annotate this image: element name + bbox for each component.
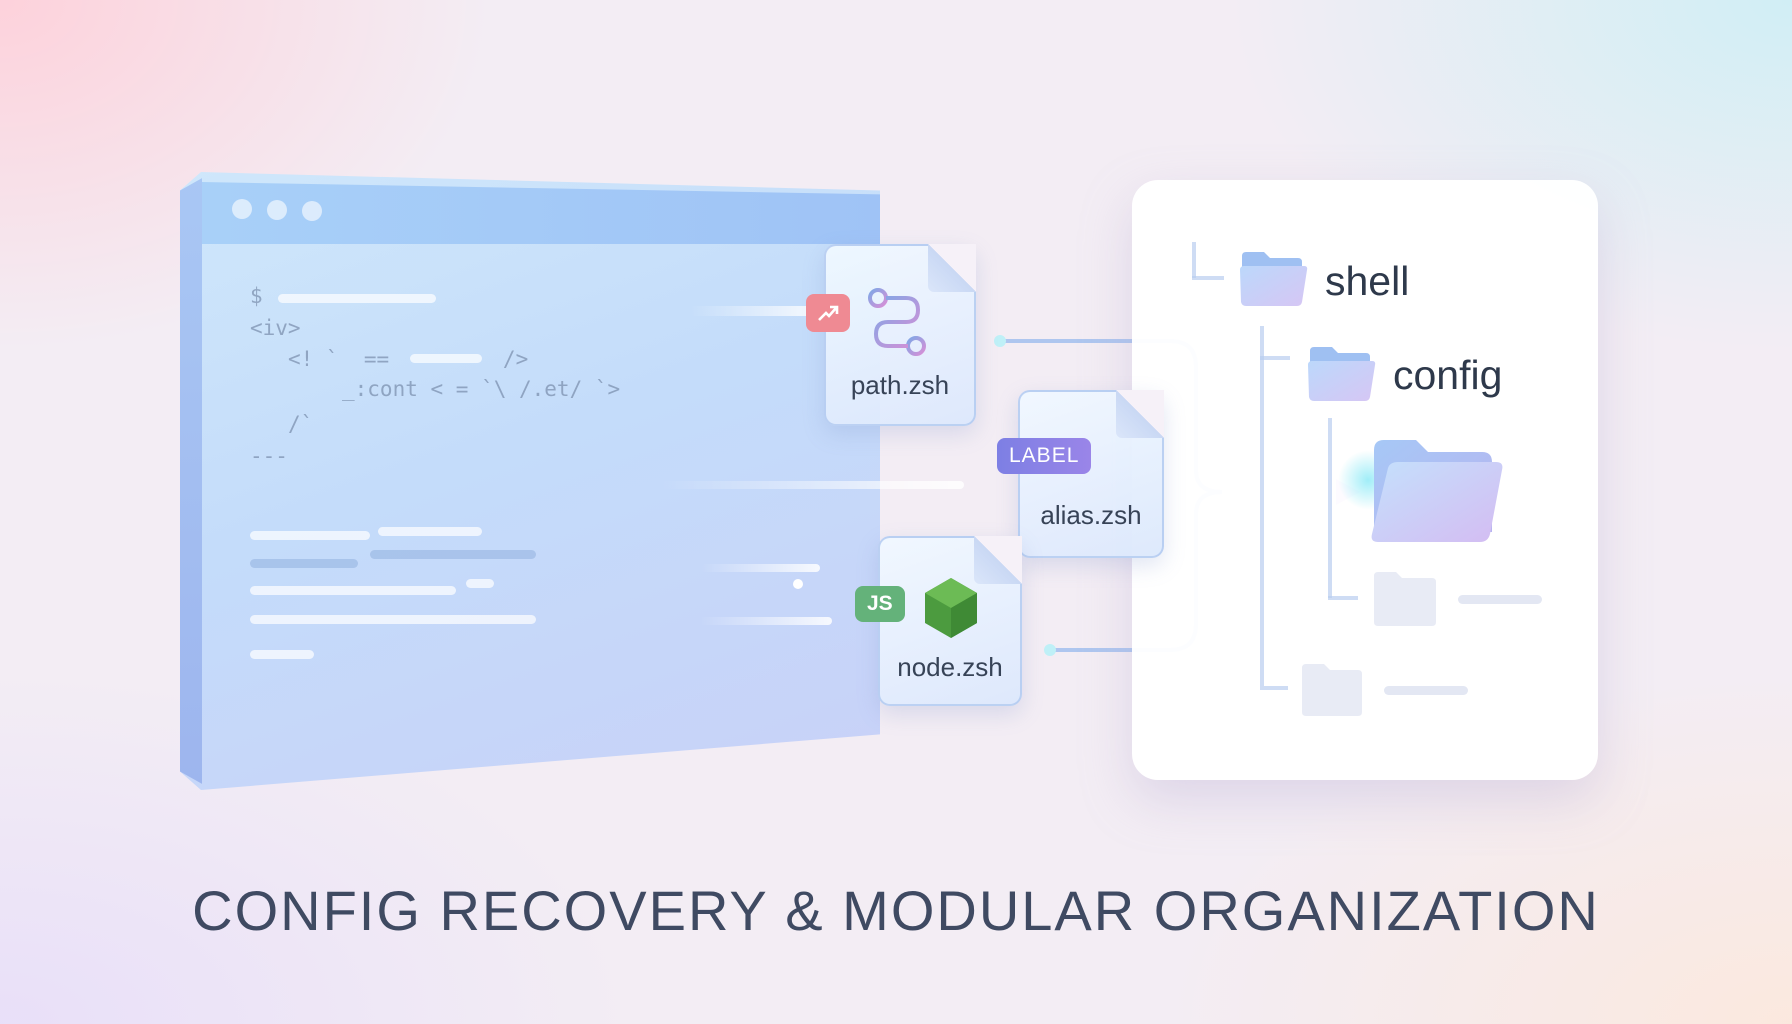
code-line: _:cont < = `\ /.et/ `> xyxy=(342,377,621,401)
text-line-placeholder xyxy=(1458,595,1542,604)
window-dot-icon[interactable] xyxy=(232,199,252,219)
motion-streak xyxy=(700,564,820,572)
tree-line xyxy=(1260,326,1264,686)
folder-icon xyxy=(1240,252,1308,306)
terminal-edge xyxy=(180,178,202,784)
code-line: /` xyxy=(288,412,314,436)
js-badge: JS xyxy=(855,586,905,622)
folder-label-config: config xyxy=(1393,352,1503,398)
open-folder-icon[interactable] xyxy=(1370,436,1506,544)
tree-line xyxy=(1192,242,1196,278)
text-line-placeholder xyxy=(250,650,314,659)
folder-icon xyxy=(1302,664,1362,716)
code-line-placeholder xyxy=(410,354,482,363)
folder-label-shell: shell xyxy=(1325,258,1410,304)
folder-icon xyxy=(1374,572,1436,626)
label-badge: LABEL xyxy=(997,438,1092,474)
diagram-caption: CONFIG RECOVERY & MODULAR ORGANIZATION xyxy=(192,879,1600,942)
page-fold xyxy=(974,536,1022,584)
text-line-placeholder xyxy=(370,550,536,559)
code-line: --- xyxy=(250,444,288,468)
motion-streak xyxy=(660,481,964,489)
file-card-alias[interactable]: alias.zsh xyxy=(1018,390,1164,558)
terminal-prompt: $ xyxy=(250,284,263,308)
connector-node-icon xyxy=(994,335,1006,347)
tree-line xyxy=(1260,686,1288,690)
connector-node-icon xyxy=(1044,644,1056,656)
text-line-placeholder xyxy=(250,559,358,568)
text-line-placeholder xyxy=(1384,686,1468,695)
text-line-placeholder xyxy=(250,615,536,624)
page-fold xyxy=(1116,390,1164,438)
window-dot-icon[interactable] xyxy=(302,201,322,221)
connector-node-icon xyxy=(793,579,803,589)
code-line: <! ` == /> xyxy=(288,347,529,371)
trend-arrow-icon xyxy=(806,294,850,332)
tree-line xyxy=(1328,596,1358,600)
git-branch-icon xyxy=(868,288,926,356)
file-card-node[interactable]: node.zsh xyxy=(878,536,1022,706)
text-line-placeholder xyxy=(250,586,456,595)
file-card-path[interactable]: path.zsh xyxy=(824,244,976,426)
tree-line xyxy=(1328,418,1332,598)
code-line: <iv> xyxy=(250,316,301,340)
motion-streak xyxy=(690,306,820,316)
code-line-placeholder xyxy=(278,294,436,303)
folder-icon xyxy=(1308,347,1376,401)
text-line-placeholder xyxy=(466,579,494,588)
window-dot-icon[interactable] xyxy=(267,200,287,220)
file-name: path.zsh xyxy=(850,370,950,400)
nodejs-hexagon-icon xyxy=(925,578,977,638)
text-line-placeholder xyxy=(378,527,482,536)
file-name: node.zsh xyxy=(897,652,1003,682)
tree-line xyxy=(1192,276,1224,280)
motion-streak xyxy=(700,617,832,625)
tree-line xyxy=(1260,356,1290,360)
page-fold xyxy=(928,244,976,292)
file-name: alias.zsh xyxy=(1040,500,1142,530)
text-line-placeholder xyxy=(250,531,370,540)
